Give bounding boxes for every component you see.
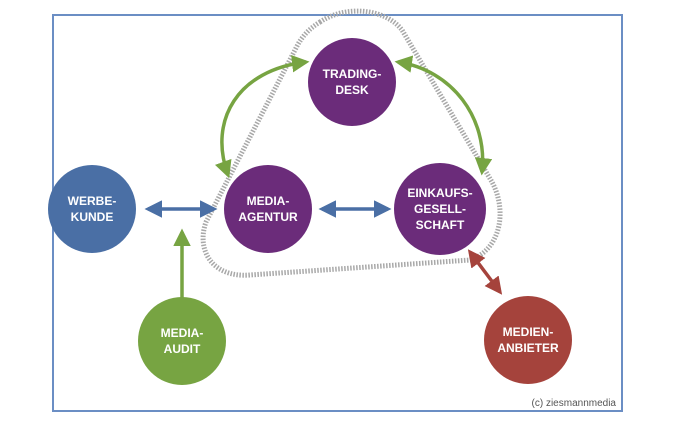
node-circle — [48, 165, 136, 253]
node-werbekunde: WERBE- KUNDE — [48, 165, 136, 253]
node-label-line: AGENTUR — [238, 210, 298, 224]
node-einkaufsgesellschaft: EINKAUFS- GESELL- SCHAFT — [394, 163, 486, 255]
node-label-line: TRADING- — [323, 67, 382, 81]
arrow-einkauf-medienanbieter — [467, 249, 503, 295]
node-label-line: MEDIA- — [247, 194, 290, 208]
node-circle — [224, 165, 312, 253]
node-media-audit: MEDIA- AUDIT — [138, 297, 226, 385]
node-label-line: SCHAFT — [416, 218, 465, 232]
node-medienanbieter: MEDIEN- ANBIETER — [484, 296, 572, 384]
node-label-line: EINKAUFS- — [407, 186, 472, 200]
node-label-line: KUNDE — [71, 210, 114, 224]
arrow-agentur-tradingdesk — [215, 54, 310, 179]
credit-text: (c) ziesmannmedia — [531, 398, 616, 409]
node-label-line: MEDIEN- — [503, 325, 554, 339]
node-label-line: GESELL- — [414, 202, 466, 216]
node-label-line: AUDIT — [164, 342, 201, 356]
node-circle — [484, 296, 572, 384]
node-circle — [138, 297, 226, 385]
node-label-line: WERBE- — [68, 194, 117, 208]
node-circle — [308, 38, 396, 126]
node-label-line: DESK — [335, 83, 369, 97]
node-media-agentur: MEDIA- AGENTUR — [224, 165, 312, 253]
node-circle — [394, 163, 486, 255]
node-label-line: ANBIETER — [497, 341, 559, 355]
node-trading-desk: TRADING- DESK — [308, 38, 396, 126]
arrow-tradingdesk-einkauf — [394, 55, 493, 176]
node-label-line: MEDIA- — [161, 326, 204, 340]
